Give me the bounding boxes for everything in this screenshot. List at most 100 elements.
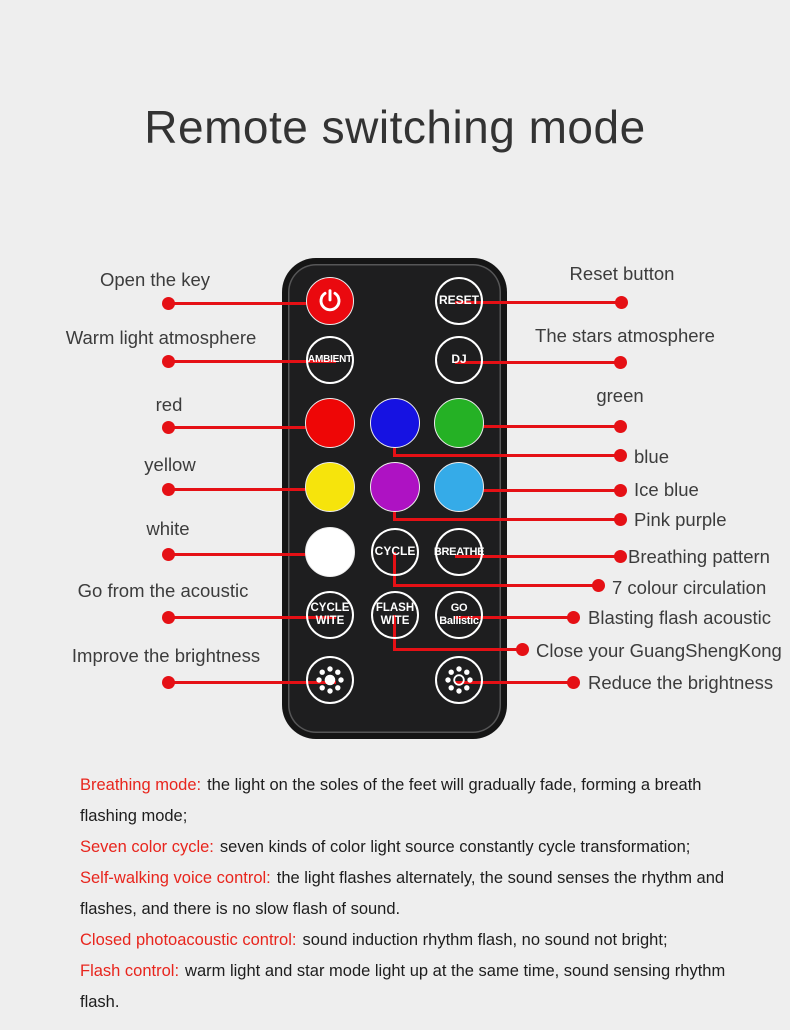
brightness-down-icon <box>442 645 476 716</box>
leader-line <box>393 518 620 521</box>
note-desc: sound induction rhythm flash, no sound n… <box>302 931 668 949</box>
page-title: Remote switching mode <box>144 101 646 153</box>
power-icon <box>317 270 343 333</box>
breathe-button-label: BREATHE <box>433 545 485 558</box>
white-color-button <box>305 527 355 577</box>
leader-line <box>168 553 336 556</box>
cycle-button: CYCLE <box>371 528 419 576</box>
flash-wite-button-label: FLASH WITE <box>375 601 415 627</box>
dj-button-label: DJ <box>451 352 467 367</box>
leader-dot <box>613 449 627 462</box>
leader-line <box>455 301 621 304</box>
callout-reduce-the-brightness: Reduce the brightness <box>588 672 774 693</box>
go-ballistic-button-label: GO Ballistic <box>439 602 479 627</box>
note-desc: seven kinds of color light source consta… <box>219 838 691 856</box>
leader-dot <box>591 579 605 592</box>
callout-7-colour-circulation: 7 colour circulation <box>612 577 767 598</box>
note-desc: warm light and star mode light up at the… <box>80 962 726 1011</box>
leader-dot <box>614 296 628 309</box>
callout-go-from-the-acoustic: Go from the acoustic <box>77 580 249 601</box>
note-term: Self-walking voice control: <box>80 869 271 887</box>
note-self-walking-voice-control: Self-walking voice control:the light fla… <box>80 863 743 925</box>
callout-breathing-pattern: Breathing pattern <box>628 546 770 567</box>
green-color-button <box>434 398 484 448</box>
leader-dot <box>613 513 627 526</box>
note-desc: the light on the soles of the feet will … <box>80 776 702 825</box>
callout-improve-the-brightness: Improve the brightness <box>71 645 261 666</box>
mode-notes: Breathing mode:the light on the soles of… <box>80 770 743 1018</box>
callout-warm-light-atmosphere: Warm light atmosphere <box>65 327 257 348</box>
leader-dot <box>161 483 175 496</box>
leader-dot <box>613 550 627 563</box>
go-ballistic-button: GO Ballistic <box>435 591 483 639</box>
leader-dot <box>566 676 580 689</box>
leader-line <box>455 616 573 619</box>
dj-button: DJ <box>435 336 483 384</box>
leader-dot <box>613 356 627 369</box>
purple-color-button <box>370 462 420 512</box>
note-seven-color-cycle: Seven color cycle: seven kinds of color l… <box>80 832 743 863</box>
callout-green: green <box>596 385 644 406</box>
yellow-color-button <box>305 462 355 512</box>
flash-wite-button: FLASH WITE <box>371 591 419 639</box>
cycle-button-label: CYCLE <box>374 544 416 559</box>
leader-dot <box>161 297 175 310</box>
callout-white: white <box>146 518 190 539</box>
leader-line <box>168 616 336 619</box>
leader-line <box>455 425 620 428</box>
power-button <box>306 277 354 325</box>
leader-line <box>393 584 598 587</box>
callout-reset-button: Reset button <box>569 263 675 284</box>
leader-dot <box>161 548 175 561</box>
leader-line <box>168 302 336 305</box>
callout-close-your-guangshengkong: Close your GuangShengKong <box>536 640 782 661</box>
leader-line <box>455 361 620 364</box>
leader-line <box>168 488 336 491</box>
cycle-wite-button: CYCLE WITE <box>306 591 354 639</box>
brightness-down-button <box>435 656 483 704</box>
leader-dot <box>613 420 627 433</box>
leader-line <box>393 454 620 457</box>
callout-open-the-key: Open the key <box>99 269 211 290</box>
note-term: Breathing mode: <box>80 776 202 794</box>
ambient-button: AMBIENT <box>306 336 354 384</box>
callout-blasting-flash-acoustic: Blasting flash acoustic <box>588 607 772 628</box>
note-desc: the light flashes alternately, the sound… <box>80 869 725 918</box>
leader-dot <box>161 611 175 624</box>
leader-line <box>455 489 620 492</box>
callout-pink-purple: Pink purple <box>634 509 727 530</box>
reset-button-label: RESET <box>438 293 479 308</box>
leader-line <box>168 426 336 429</box>
callout-the-stars-atmosphere: The stars atmosphere <box>535 325 715 346</box>
red-color-button <box>305 398 355 448</box>
callout-red: red <box>155 394 183 415</box>
leader-line <box>393 648 522 651</box>
cycle-wite-button-label: CYCLE WITE <box>310 601 350 627</box>
note-flash-control: Flash control:warm light and star mode l… <box>80 956 743 1018</box>
leader-line <box>455 681 573 684</box>
note-term: Seven color cycle: <box>80 838 214 856</box>
note-breathing-mode: Breathing mode:the light on the soles of… <box>80 770 743 832</box>
leader-dot <box>161 421 175 434</box>
ice-blue-color-button <box>434 462 484 512</box>
reset-button: RESET <box>435 277 483 325</box>
leader-dot <box>613 484 627 497</box>
leader-dot <box>161 355 175 368</box>
leader-dot <box>566 611 580 624</box>
blue-color-button <box>370 398 420 448</box>
leader-line <box>168 360 336 363</box>
note-term: Closed photoacoustic control: <box>80 931 297 949</box>
callout-blue: blue <box>634 446 669 467</box>
breathe-button: BREATHE <box>433 528 485 576</box>
leader-line <box>455 555 620 558</box>
note-term: Flash control: <box>80 962 180 980</box>
note-closed-photoacoustic-control: Closed photoacoustic control: sound induc… <box>80 925 743 956</box>
leader-line <box>168 681 336 684</box>
leader-dot <box>161 676 175 689</box>
callout-ice-blue: Ice blue <box>634 479 699 500</box>
brightness-up-icon <box>313 645 347 716</box>
brightness-up-button <box>306 656 354 704</box>
ambient-button-label: AMBIENT <box>307 354 353 366</box>
callout-yellow: yellow <box>144 454 196 475</box>
